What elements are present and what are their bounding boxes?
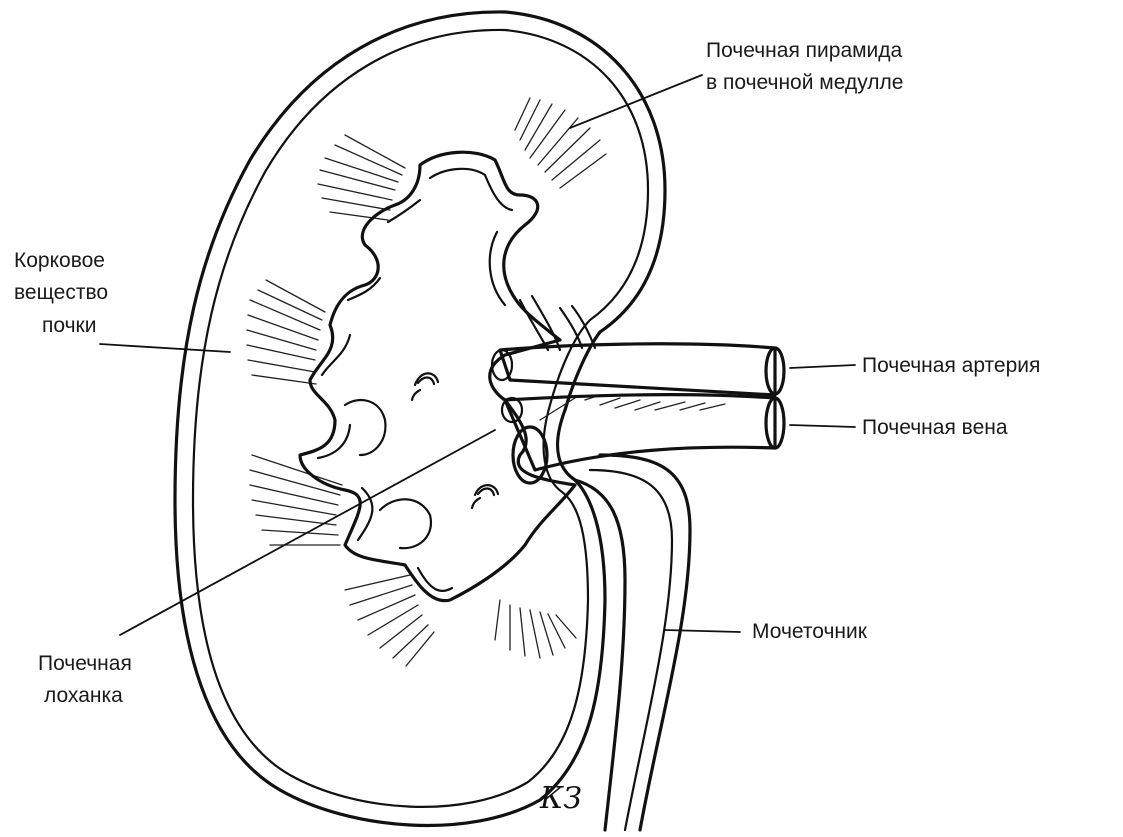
leader-lines <box>100 75 855 635</box>
kidney-capsule <box>175 12 665 826</box>
label-ureter: Мочеточник <box>752 620 868 643</box>
label-pyramid-line1: Почечная пирамида <box>706 39 903 62</box>
kidney-inner-capsule <box>193 30 648 807</box>
papilla-lower <box>472 485 498 508</box>
renal-artery <box>500 344 775 395</box>
artery-branches <box>520 296 595 350</box>
label-cortex-line1: Корковое <box>14 249 105 272</box>
calyx-left <box>345 400 385 455</box>
label-cortex-line3: почки <box>42 314 96 337</box>
label-artery: Почечная артерия <box>862 354 1040 377</box>
label-pelvis-line1: Почечная <box>38 652 132 675</box>
artist-signature: КЗ <box>539 781 582 816</box>
papilla-upper <box>412 373 438 400</box>
label-cortex-line2: вещество <box>14 281 108 304</box>
label-vein: Почечная вена <box>862 416 1008 439</box>
label-pyramid-line2: в почечной медулле <box>706 71 903 94</box>
renal-pelvis-inner <box>318 169 512 591</box>
renal-pelvis <box>300 152 575 600</box>
label-pelvis-line2: лоханка <box>44 684 123 707</box>
calyx-lower <box>380 499 431 548</box>
